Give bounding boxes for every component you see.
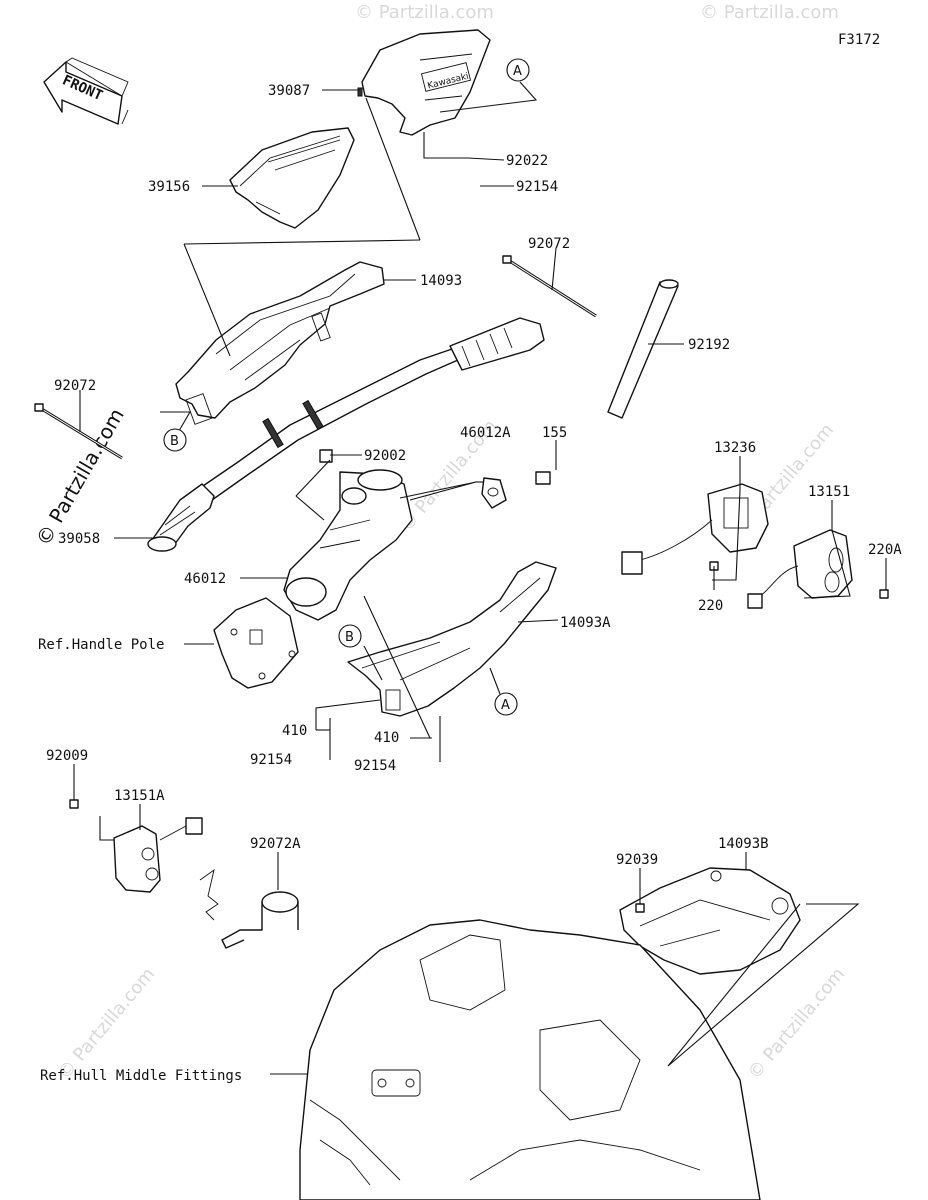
callout-b: B — [345, 630, 354, 645]
watermark: © Partzilla.com — [744, 964, 849, 1084]
part-14093A-cover — [347, 561, 557, 717]
watermark: © Partzilla.com — [54, 964, 159, 1084]
label-92039: 92039 — [616, 852, 658, 868]
watermark: © Partzilla.com — [355, 2, 494, 23]
callout-a: A — [513, 64, 522, 79]
part-13236-switch — [621, 483, 769, 575]
label-14093: 14093 — [420, 273, 462, 289]
label-92072: 92072 — [54, 378, 96, 394]
label-46012A: 46012A — [460, 425, 511, 441]
label-46012: 46012 — [184, 571, 226, 587]
part-39156-pad — [229, 127, 355, 229]
label-39156: 39156 — [148, 179, 190, 195]
part-92192-rod — [607, 279, 679, 419]
callout-b-left: B — [163, 428, 187, 452]
leader-lines — [73, 81, 887, 1075]
part-92072-strap — [34, 403, 123, 460]
label-220: 220 — [698, 598, 723, 614]
label-155: 155 — [542, 425, 567, 441]
diagram-code: F3172 — [838, 32, 880, 48]
label-13151: 13151 — [808, 484, 850, 500]
part-39058-handlebar — [147, 317, 545, 552]
part-14093-cover — [175, 261, 385, 425]
label-220A: 220A — [868, 542, 902, 558]
part-13151A-switch — [69, 799, 203, 893]
label-13236: 13236 — [714, 440, 756, 456]
label-13151A: 13151A — [114, 788, 165, 804]
label-92009: 92009 — [46, 748, 88, 764]
part-39087-cover: Kawasaki — [357, 29, 491, 136]
label-92154: 92154 — [516, 179, 558, 195]
label-ref-handle-pole: Ref.Handle Pole — [38, 637, 164, 653]
label-92072: 92072 — [528, 236, 570, 252]
callout-a: A — [501, 698, 510, 713]
label-39087: 39087 — [268, 83, 310, 99]
label-14093A: 14093A — [560, 615, 611, 631]
callout-a-mid: A — [494, 692, 518, 716]
hull-middle-fittings — [299, 919, 761, 1200]
label-92002: 92002 — [364, 448, 406, 464]
part-92072A-clamp — [199, 868, 299, 949]
handle-pole-bracket — [213, 597, 299, 689]
part-13151-switch — [747, 529, 889, 609]
label-14093B: 14093B — [718, 836, 769, 852]
label-92154: 92154 — [354, 758, 396, 774]
callout-b: B — [170, 434, 179, 449]
callout-a-top: A — [506, 58, 530, 82]
front-arrow-icon: FRONT — [43, 57, 129, 125]
label-410: 410 — [374, 730, 399, 746]
label-92072A: 92072A — [250, 836, 301, 852]
label-ref-hull-middle: Ref.Hull Middle Fittings — [40, 1068, 242, 1084]
part-14093B-cover — [619, 867, 801, 975]
callout-b-mid: B — [338, 624, 362, 648]
part-46012-handle-pole — [283, 449, 551, 621]
label-92154: 92154 — [250, 752, 292, 768]
label-92022: 92022 — [506, 153, 548, 169]
label-92192: 92192 — [688, 337, 730, 353]
part-92072-strap — [502, 255, 597, 318]
watermark: © Partzilla.com — [700, 2, 839, 23]
part-labels: 39087 92022 92154 39156 14093 92072 9219… — [38, 83, 902, 1084]
label-410: 410 — [282, 723, 307, 739]
label-39058: 39058 — [58, 531, 100, 547]
